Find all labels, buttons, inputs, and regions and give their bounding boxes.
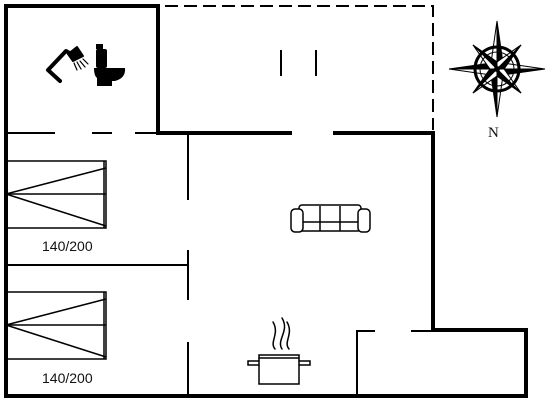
- wall-west-north: [4, 4, 292, 135]
- sofa-icon: [290, 204, 371, 233]
- bed-1-size-label: 140/200: [42, 238, 93, 254]
- shower-icon: [46, 46, 89, 83]
- thick-walls: [4, 4, 528, 398]
- interior-walls: [6, 50, 433, 396]
- compass-rose-icon: [448, 20, 546, 118]
- toilet-icon: [94, 44, 126, 86]
- bed-1: [5, 160, 107, 229]
- wall-east: [333, 131, 528, 398]
- cooking-pot-icon: [247, 317, 311, 385]
- wall-entry-left: [356, 330, 375, 396]
- bed-2: [5, 291, 107, 360]
- north-label: N: [488, 125, 499, 141]
- bed-2-size-label: 140/200: [42, 370, 93, 386]
- dashed-terrace-outline: [165, 5, 434, 130]
